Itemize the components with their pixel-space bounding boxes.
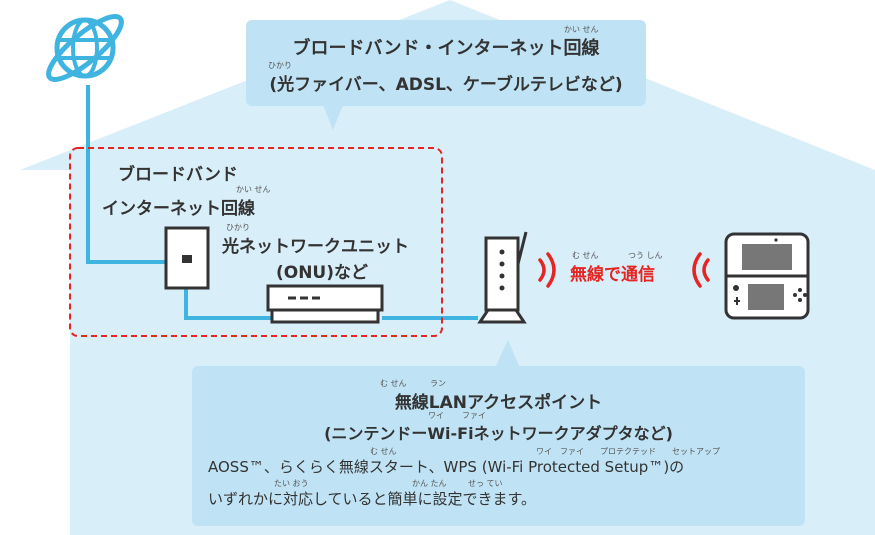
bottom-subtitle-ruby-right: ファイ	[462, 411, 486, 420]
bottom-callout-title: 無線LANアクセスポイント	[394, 393, 603, 413]
desc1-ruby-c: プロテクテッド	[600, 447, 656, 456]
onu-device-icon	[266, 284, 384, 324]
nintendo-3ds-icon	[724, 232, 810, 320]
signal-waves-icon	[538, 252, 710, 288]
bottom-title-ruby-left: む せん	[380, 379, 407, 388]
wireless-label: 無線で通信	[570, 265, 655, 285]
bottom-callout: む せん ラン 無線LANアクセスポイント ワイ ファイ (ニンテンドーWi-F…	[192, 366, 805, 526]
broadband-label-line2: インターネット回線	[102, 199, 255, 219]
onu-label-line2: (ONU)など	[275, 263, 369, 283]
bottom-title-ruby-right: ラン	[430, 379, 446, 388]
desc1-ruby-a: む せん	[370, 447, 397, 456]
access-point-icon	[477, 231, 528, 324]
broadband-label-ruby: かい せん	[236, 185, 271, 194]
top-callout-ruby-1: かい せん	[564, 25, 599, 34]
socket-to-onu-cable	[184, 288, 272, 320]
desc2-ruby-c: せっ てい	[468, 479, 503, 488]
bottom-callout-desc2: いずれかに対応していると簡単に設定できます。	[208, 490, 537, 508]
desc2-ruby-a: たい おう	[274, 479, 309, 488]
desc1-ruby-d: セットアップ	[672, 447, 720, 456]
top-callout-line2: (光ファイバー、ADSL、ケーブルテレビなど)	[269, 75, 623, 95]
onu-label-line1: 光ネットワークユニット	[222, 237, 409, 257]
top-callout-pointer	[323, 105, 343, 130]
wireless-ruby-left: む せん	[572, 251, 599, 260]
desc1-ruby-b: ワイ ファイ	[536, 447, 584, 456]
top-callout-ruby-2: ひかり	[268, 61, 292, 70]
broadband-area-border	[69, 147, 443, 337]
top-callout-line1: ブロードバンド・インターネット回線	[292, 38, 600, 59]
internet-cable	[86, 85, 168, 264]
bottom-subtitle-ruby-left: ワイ	[428, 411, 444, 420]
globe-icon	[46, 14, 124, 82]
top-callout: かい せん ブロードバンド・インターネット回線 ひかり (光ファイバー、ADSL…	[246, 20, 646, 106]
desc2-ruby-b: かん たん	[412, 479, 447, 488]
bottom-callout-subtitle: (ニンテンドーWi-Fiネットワークアダプタなど)	[324, 424, 673, 443]
broadband-label-line1: ブロードバンド	[118, 165, 238, 185]
wireless-ruby-right: つう しん	[628, 251, 663, 260]
onu-label-ruby: ひかり	[226, 223, 250, 232]
bottom-callout-pointer	[495, 340, 520, 368]
bottom-callout-desc1: AOSS™、らくらく無線スタート、WPS (Wi-Fi Protected Se…	[208, 458, 685, 476]
wall-socket-icon	[164, 226, 210, 290]
